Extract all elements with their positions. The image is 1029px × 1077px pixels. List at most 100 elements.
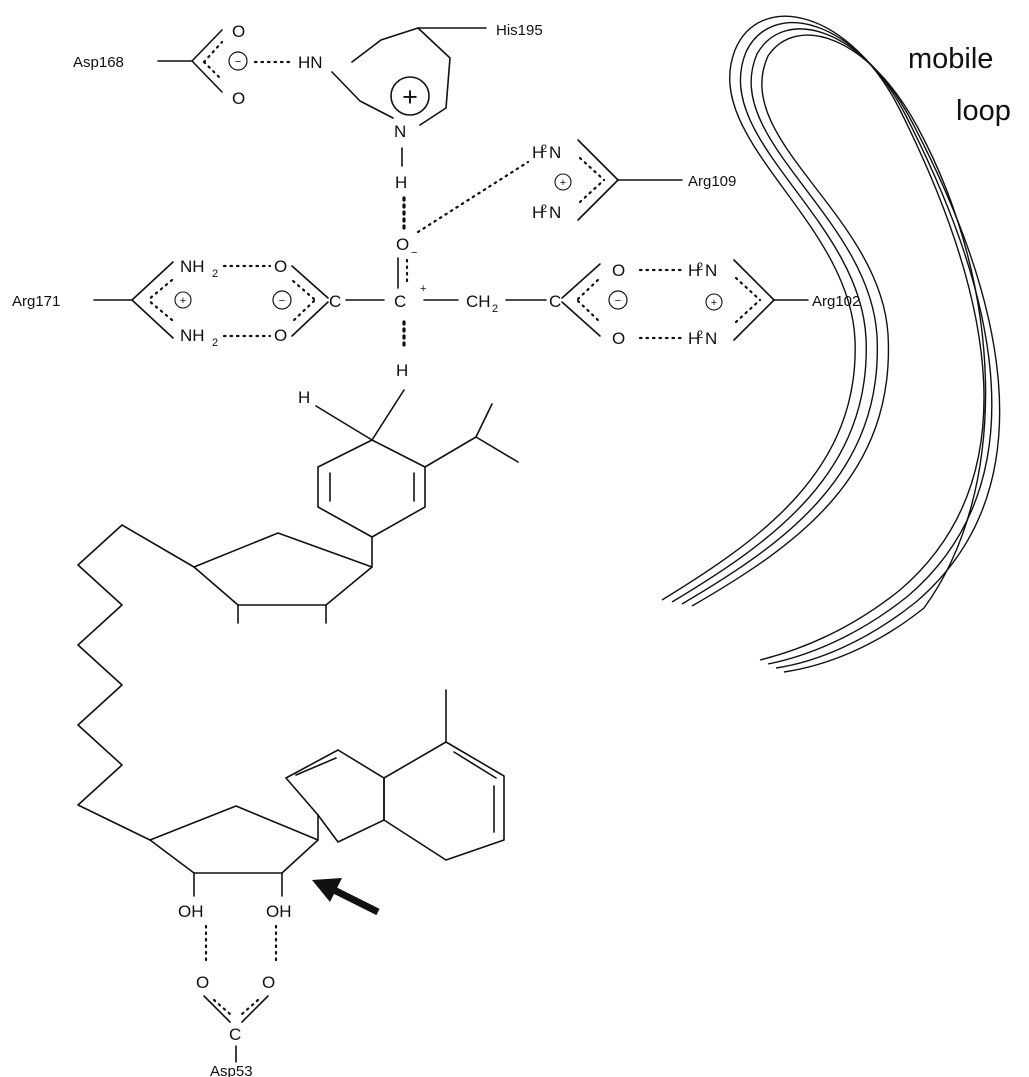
left-carboxyl-o-top: O <box>274 257 287 276</box>
arg171-charge-circle <box>174 291 192 309</box>
loop-strand-4 <box>691 34 987 673</box>
asp53-group: O O C Asp53 <box>196 924 278 1077</box>
left-carboxyl-o-bottom: O <box>274 326 287 345</box>
nadh-ribose-upper <box>193 532 373 606</box>
left-carboxyl-bond-top <box>291 265 329 299</box>
arg171-nh2-top: NH <box>180 257 205 276</box>
arg171-cn-bond-top <box>131 261 174 301</box>
arg109-cn-bond-bottom <box>577 179 619 221</box>
mobile-loop-label-line1: mobile <box>908 43 993 75</box>
left-carboxyl-minus: − <box>279 295 285 307</box>
arg102-cn-bond-bottom <box>733 299 775 341</box>
arg102-nh2-bottom-sub: 2 <box>697 329 703 341</box>
arg171-cn-bond-bottom <box>131 299 174 339</box>
arg109-nh2-bottom: H N <box>532 203 561 222</box>
arrow-shaft <box>332 886 380 916</box>
arg171-res-bottom <box>146 298 174 322</box>
arg109-plus-sign: + <box>560 177 566 189</box>
his195-ring-left <box>331 71 394 119</box>
nadh-carboxamide-branch-a <box>475 436 519 463</box>
transferred-hydride: H <box>396 361 408 380</box>
arg102-plus-sign: + <box>711 297 717 309</box>
asp168-resonance-bottom <box>202 60 224 82</box>
nadh-carboxamide-stem <box>424 436 477 468</box>
arg102-charge-circle <box>705 293 723 311</box>
his195-charge-circle <box>390 76 430 116</box>
arg171-nh2-bottom-sub: 2 <box>212 337 218 349</box>
right-carboxyl-res-bottom <box>576 299 602 324</box>
asp168-co-bond-top <box>191 29 223 62</box>
nadh-carboxamide-branch-b <box>475 403 493 438</box>
arg109-cn-bond-top <box>577 139 619 181</box>
his195-group: HN His195 + N H <box>298 22 543 232</box>
asp168-oxygen-top: O <box>232 22 245 41</box>
asp53-res-left <box>212 998 232 1016</box>
adenine-five-ring <box>285 749 385 843</box>
arg171-plus-sign: + <box>180 295 186 307</box>
left-carboxyl-charge-circle <box>272 290 292 310</box>
his195-n-label: N <box>394 122 406 141</box>
right-carboxyl-bond-top <box>561 263 601 299</box>
nadh-h4-bond <box>315 405 373 441</box>
nadh-ribose-lower <box>149 805 319 874</box>
right-carboxyl-carbon: C <box>549 292 561 311</box>
arg109-resonance-bottom <box>578 178 606 204</box>
asp168-charge-circle <box>228 51 248 71</box>
arg109-charge-circle <box>554 173 572 191</box>
arg102-res-top <box>734 276 762 302</box>
adenine-double-bond-a <box>295 757 337 776</box>
highlight-arrow <box>312 878 380 916</box>
arg109-nh2-top-sub: 2 <box>541 143 547 155</box>
arg109-label: Arg109 <box>688 173 736 190</box>
nadh-nicotinamide-ring <box>317 439 426 538</box>
arg171-group: C O O − NH 2 NH 2 + Arg171 <box>12 257 341 349</box>
mobile-loop-ribbon: mobile loop <box>661 15 1011 673</box>
left-carboxyl-carbon: C <box>329 292 341 311</box>
asp168-co-bond-bottom <box>191 60 223 93</box>
left-carboxyl-res-top <box>290 278 316 301</box>
asp53-co-bond-left <box>203 995 231 1023</box>
arg171-label: Arg171 <box>12 293 60 310</box>
left-carboxyl-bond-bottom <box>291 301 329 337</box>
ribose-oh-right: OH <box>266 902 292 921</box>
central-carbon-plus: + <box>420 283 426 295</box>
right-carboxyl-res-top <box>576 276 602 301</box>
asp53-oxygen-right: O <box>262 973 275 992</box>
arg102-label: Arg102 <box>812 293 860 310</box>
right-carboxyl-charge-circle <box>608 290 628 310</box>
left-carboxyl-res-bottom <box>290 299 316 324</box>
arg102-nh2-bottom: H N <box>688 329 717 348</box>
nadh-hydride-bond <box>371 389 405 441</box>
arg109-resonance-top <box>578 156 606 182</box>
oxyanion-minus: − <box>411 247 417 259</box>
mobile-loop-label-line2: loop <box>956 95 1011 127</box>
arg109-group: H N 2 H N 2 + Arg109 <box>416 139 736 234</box>
nadh-h4-label: H <box>298 388 310 407</box>
arg171-nh2-top-sub: 2 <box>212 268 218 280</box>
arrow-head <box>312 878 342 902</box>
asp168-group: Asp168 O O − <box>73 22 294 108</box>
arg171-nh2-bottom: NH <box>180 326 205 345</box>
his195-ring-right <box>351 27 451 126</box>
asp168-resonance-top <box>202 40 224 64</box>
arg102-cn-bond-top <box>733 259 775 301</box>
right-carboxyl-o-top: O <box>612 261 625 280</box>
arg109-oxygen-hbond <box>416 160 530 234</box>
central-carbon: C <box>394 292 406 311</box>
arg171-res-top <box>146 278 174 302</box>
asp53-oxygen-left: O <box>196 973 209 992</box>
his195-label: His195 <box>496 22 543 39</box>
right-carboxyl-bond-bottom <box>561 301 601 337</box>
central-carbon-group: O − C + H CH 2 <box>345 235 547 380</box>
methylene-label: CH <box>466 292 491 311</box>
nadh-diphosphate-chain <box>77 524 195 841</box>
arg102-nh2-top-sub: 2 <box>697 261 703 273</box>
adenine-six-ring <box>383 741 505 861</box>
his195-h-label: H <box>395 173 407 192</box>
loop-strand-2 <box>671 21 993 665</box>
methylene-sub: 2 <box>492 303 498 315</box>
ribose-oh-left: OH <box>178 902 204 921</box>
asp53-co-bond-right <box>241 995 269 1023</box>
